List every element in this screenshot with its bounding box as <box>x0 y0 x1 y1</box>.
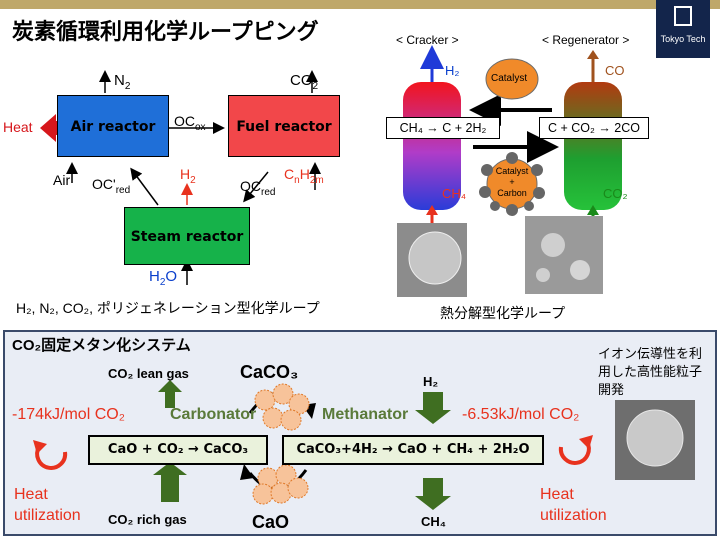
co2-lean-arrow-icon <box>158 380 182 408</box>
top-accent-bar <box>0 0 720 9</box>
cao-label: CaO <box>252 512 290 532</box>
catalyst-carbon-label: Catalyst+Carbon <box>495 166 529 198</box>
catalyst-carbon-icon <box>479 152 545 216</box>
fuel-reactor-box: Fuel reactor <box>228 95 340 157</box>
logo-emblem-icon <box>674 6 692 26</box>
co2-input-label: CO₂ <box>603 186 628 201</box>
cnh2m-label: CnH2m <box>284 166 324 186</box>
oc-red-prime-label: OC'red <box>92 176 131 196</box>
co2-rich-gas-label: CO₂ rich gas <box>108 512 187 527</box>
fuel-reactor-label: Fuel reactor <box>236 119 332 135</box>
logo-text: Tokyo Tech <box>660 34 706 44</box>
ch4-input-label: CH₄ <box>442 186 467 201</box>
oc-ox-label: OCox <box>174 113 206 133</box>
particle-development-note: イオン伝導性を利用した高性能粒子開発 <box>598 346 703 397</box>
carbonator-equation-box: CaO + CO₂ → CaCO₃ <box>88 435 268 465</box>
co2-label: CO2 <box>290 72 319 92</box>
caco3-label: CaCO₃ <box>240 362 299 382</box>
page-title: 炭素循環利用化学ループピング <box>12 20 319 45</box>
cracker-equation: CH₄ → C + 2H₂ <box>386 117 500 139</box>
heat-label: Heat <box>3 119 33 135</box>
h2-input-arrow-icon <box>415 392 451 424</box>
cycle-arrow-left-icon <box>33 440 68 470</box>
panel-title: CO₂固定メタン化システム <box>12 337 191 354</box>
cao-particle-cluster-icon <box>252 464 309 505</box>
enthalpy-right-label: -6.53kJ/mol CO₂ <box>462 406 580 423</box>
heat-utilization-right-label: Heat utilization <box>540 486 607 524</box>
cracker-label: < Cracker > <box>396 33 459 47</box>
loop2-caption: 熱分解型化学ループ <box>440 305 566 321</box>
air-label: Air <box>53 172 71 188</box>
caco3-particle-cluster-icon <box>254 383 310 431</box>
oc-red-label: OCred <box>240 178 276 198</box>
ch4-output-label: CH₄ <box>421 514 446 529</box>
enthalpy-left-label: -174kJ/mol CO₂ <box>12 406 125 423</box>
h2o-label: H2O <box>149 268 178 288</box>
h2-label: H2 <box>180 166 196 186</box>
methanator-equation-box: CaCO₃+4H₂ → CaO + CH₄ + 2H₂O <box>282 435 544 465</box>
cycle-arrow-right-icon <box>558 435 593 465</box>
loop1-caption: H₂, N₂, CO₂, ポリジェネレーション型化学ループ <box>16 300 320 316</box>
tokyo-tech-logo: Tokyo Tech <box>656 0 710 58</box>
co-output-label: CO <box>605 63 625 78</box>
ch4-output-arrow-icon <box>415 478 451 510</box>
methanator-label: Methanator <box>322 406 409 423</box>
panel-graphics <box>33 380 695 510</box>
sem-image-regenerator-icon <box>525 216 603 294</box>
h2-output-label: H₂ <box>445 63 460 78</box>
cracker-vessel <box>403 82 461 210</box>
co2-rich-arrow-icon <box>153 462 187 502</box>
regenerator-equation: C + CO₂ → 2CO <box>539 117 649 139</box>
regenerator-label: < Regenerator > <box>542 33 630 47</box>
n2-label: N2 <box>114 72 131 92</box>
steam-reactor-label: Steam reactor <box>130 229 244 245</box>
heat-utilization-left-label: Heat utilization <box>14 486 81 524</box>
regenerator-vessel <box>564 82 622 210</box>
air-reactor-box: Air reactor <box>57 95 169 157</box>
co2-methanation-panel <box>3 330 717 536</box>
air-reactor-label: Air reactor <box>70 119 156 135</box>
h2-input-label: H₂ <box>423 374 439 389</box>
catalyst-label: Catalyst <box>491 73 528 84</box>
carbonator-label: Carbonator <box>170 406 257 423</box>
steam-reactor-box: Steam reactor <box>124 207 250 265</box>
co2-lean-gas-label: CO₂ lean gas <box>108 366 189 381</box>
loop2-diagram <box>397 45 622 297</box>
